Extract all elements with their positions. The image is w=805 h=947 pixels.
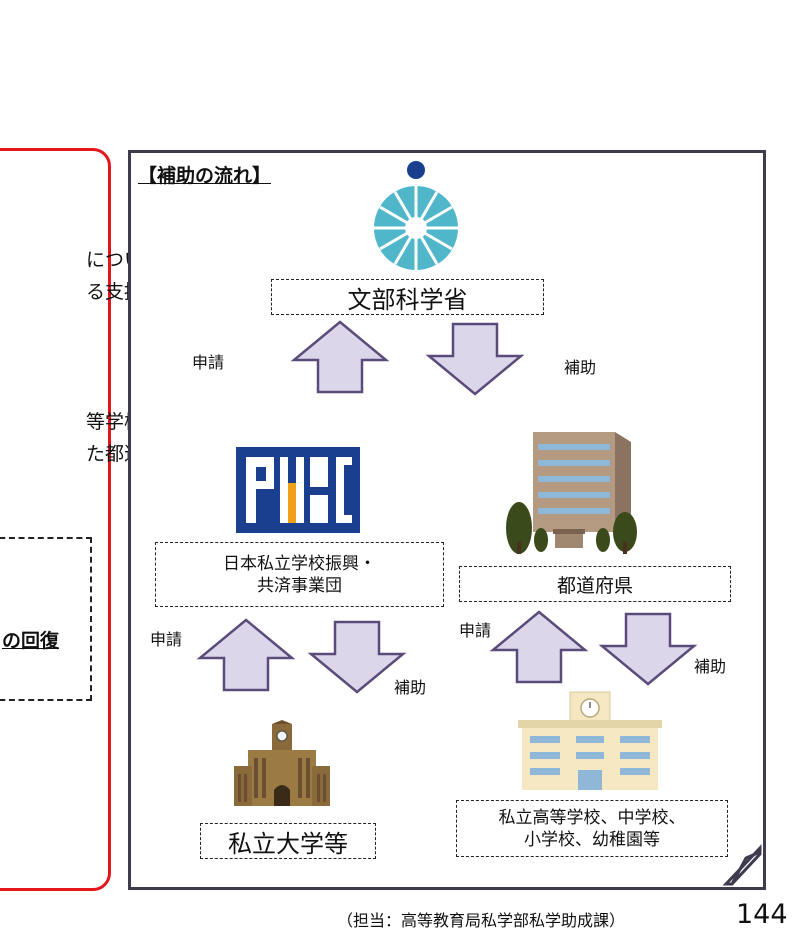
prefecture-box: 都道府県 — [459, 566, 731, 602]
subsidy-label-left: 補助 — [394, 678, 427, 697]
foundation-box: 日本私立学校振興・ 共済事業団 — [155, 542, 444, 607]
apply-arrow-up-top — [290, 320, 390, 394]
pmac-logo-icon — [236, 447, 360, 533]
apply-arrow-up-right — [489, 610, 589, 684]
left-panel — [0, 148, 111, 891]
university-box: 私立大学等 — [200, 823, 376, 859]
subsidy-arrow-down-left — [307, 620, 407, 694]
foundation-label-line2: 共済事業団 — [257, 575, 342, 596]
apply-label-top: 申請 — [192, 353, 225, 372]
ministry-label: 文部科学省 — [347, 285, 468, 314]
prefecture-label: 都道府県 — [556, 574, 633, 597]
subsidy-arrow-down-right — [598, 612, 698, 686]
university-label: 私立大学等 — [228, 829, 348, 858]
contact-footer: （担当：高等教育局私学部私学助成課） — [337, 911, 626, 930]
apply-arrow-up-left — [196, 618, 296, 692]
left-bold-fragment: の回復 — [2, 630, 60, 652]
page-curl-corner — [722, 844, 762, 886]
flow-title: 【補助の流れ】 — [138, 165, 272, 187]
ministry-box: 文部科学省 — [271, 279, 544, 315]
page-number: 144 — [736, 899, 788, 930]
left-dashed-box — [0, 537, 92, 701]
mext-emblem-icon — [374, 161, 458, 270]
schools-label-line2: 小学校、幼稚園等 — [524, 829, 660, 850]
subsidy-arrow-down-top — [425, 322, 525, 396]
schools-label-line1: 私立高等学校、中学校、 — [498, 807, 686, 828]
foundation-label-line1: 日本私立学校振興・ — [223, 553, 376, 574]
schools-box: 私立高等学校、中学校、 小学校、幼稚園等 — [456, 800, 728, 857]
subsidy-label-top: 補助 — [564, 358, 597, 377]
subsidy-label-right: 補助 — [694, 657, 727, 676]
apply-label-left: 申請 — [150, 630, 183, 649]
university-building-icon — [234, 720, 330, 806]
office-building-icon — [506, 432, 637, 554]
apply-label-right: 申請 — [459, 621, 492, 640]
school-building-icon — [518, 691, 662, 790]
